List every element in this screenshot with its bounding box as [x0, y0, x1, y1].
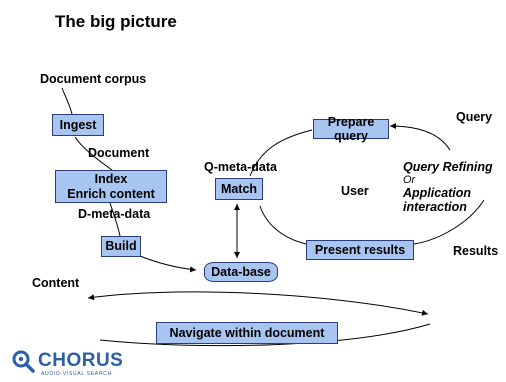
label-application: Application	[403, 186, 472, 200]
build-box: Build	[101, 236, 141, 257]
match-label: Match	[220, 181, 258, 196]
svg-text:CHORUS: CHORUS	[38, 350, 123, 371]
match-box: Match	[215, 178, 263, 200]
present-to-results-line	[413, 199, 485, 245]
ingest-label: Ingest	[59, 117, 97, 132]
navigate-arc-upper	[87, 291, 429, 316]
query-arrow	[389, 123, 451, 151]
label-document: Document	[88, 146, 150, 160]
navigate-box: Navigate within document	[156, 322, 338, 344]
label-results: Results	[453, 244, 499, 258]
index-label-line1: Index	[94, 172, 128, 187]
label-query: Query	[456, 110, 493, 124]
label-document-corpus: Document corpus	[40, 72, 147, 86]
chorus-logo: CHORUS AUDIO-VISUAL SEARCH	[8, 347, 156, 377]
label-q-meta-data: Q-meta-data	[204, 160, 277, 174]
chorus-logo-mark: CHORUS AUDIO-VISUAL SEARCH	[12, 350, 123, 377]
match-to-present-line	[259, 205, 307, 245]
prepare-query-label: Prepare query	[327, 114, 375, 143]
index-to-build-line	[109, 202, 121, 237]
label-interaction: interaction	[403, 200, 467, 214]
navigate-arc-lower	[99, 323, 431, 347]
label-query-refining: Query Refining	[403, 160, 493, 174]
present-results-box: Present results	[306, 240, 414, 260]
svg-text:AUDIO-VISUAL SEARCH: AUDIO-VISUAL SEARCH	[41, 371, 112, 377]
corpus-to-ingest-line	[61, 87, 73, 115]
index-box: Index Enrich content	[55, 170, 167, 203]
build-label: Build	[105, 239, 137, 254]
database-box: Data-base	[204, 262, 278, 282]
present-results-label: Present results	[314, 242, 406, 257]
ingest-to-index-line	[74, 136, 113, 171]
build-to-database-arrow	[139, 255, 197, 273]
label-user: User	[341, 184, 369, 198]
label-d-meta-data: D-meta-data	[78, 207, 151, 221]
prepare-query-box: Prepare query	[313, 115, 389, 143]
database-label: Data-base	[211, 264, 271, 279]
label-or: Or	[403, 174, 416, 186]
page-title: The big picture	[55, 12, 177, 31]
index-label-line2: Enrich content	[67, 186, 155, 201]
prepare-to-match-line	[249, 129, 313, 177]
ingest-box: Ingest	[52, 114, 104, 136]
navigate-label: Navigate within document	[169, 325, 325, 340]
label-content: Content	[32, 276, 80, 290]
